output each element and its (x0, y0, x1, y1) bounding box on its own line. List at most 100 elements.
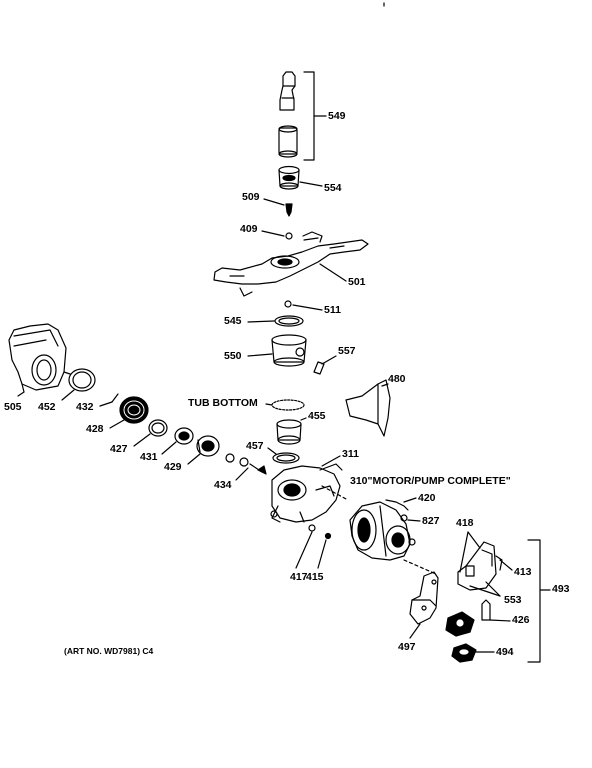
label-409: 409 (240, 223, 258, 235)
part-494-grommet (451, 643, 477, 663)
part-501-spray-arm (213, 231, 369, 297)
leader-432 (99, 401, 113, 407)
label-428: 428 (86, 423, 104, 435)
leader-501 (319, 263, 347, 282)
label-417: 417 (290, 571, 308, 583)
label-505: 505 (4, 401, 22, 413)
tub-bottom-ring (271, 399, 305, 411)
leader-553b (485, 581, 501, 597)
leader-480 (381, 383, 389, 387)
part-511-washer (284, 300, 292, 308)
part-429-impeller-cover (196, 435, 220, 457)
label-452: 452 (38, 401, 56, 413)
part-434-screws (225, 453, 267, 475)
label-427: 427 (110, 443, 128, 455)
label-554: 554 (324, 182, 342, 194)
callout-tub-bottom: TUB BOTTOM (188, 397, 258, 409)
label-415: 415 (306, 571, 324, 583)
leader-tub-bottom (265, 403, 273, 406)
art-number: (ART NO. WD7981) C4 (64, 646, 154, 656)
label-493: 493 (552, 583, 570, 595)
label-432: 432 (76, 401, 94, 413)
leader-434 (235, 467, 249, 481)
label-311: 311 (342, 448, 359, 460)
leader-509 (263, 198, 285, 206)
label-420: 420 (418, 492, 436, 504)
leader-418a (467, 531, 481, 549)
label-553: 553 (504, 594, 522, 606)
label-429: 429 (164, 461, 182, 473)
leader-455 (300, 417, 307, 421)
part-457-ring (272, 452, 300, 464)
part-497-mount-bracket (409, 571, 439, 625)
label-431: 431 (140, 451, 158, 463)
leader-311 (321, 455, 341, 467)
label-497: 497 (398, 641, 416, 653)
leader-420 (403, 497, 417, 503)
part-420-clip (385, 499, 409, 511)
leader-417 (295, 531, 313, 569)
part-426-pin (481, 599, 491, 621)
shaft-alignment-line (321, 485, 349, 501)
label-494: 494 (496, 646, 514, 658)
label-549: 549 (328, 110, 346, 122)
label-434: 434 (214, 479, 232, 491)
leader-511 (292, 304, 323, 311)
part-452-clamp (63, 368, 96, 392)
label-480: 480 (388, 373, 406, 385)
leader-505 (17, 391, 25, 397)
part-418-bracket (457, 541, 503, 591)
leader-413 (499, 559, 513, 571)
part-415-screw (324, 532, 332, 540)
part-545-seal-ring (274, 315, 304, 327)
leader-409 (261, 230, 285, 237)
motor-alignment-line (403, 559, 437, 575)
label-501: 501 (348, 276, 366, 288)
part-455-gasket (276, 419, 302, 445)
part-417-washer (308, 524, 316, 532)
part-554-coupling (278, 165, 300, 190)
part-311-pump-housing (270, 463, 343, 523)
label-545: 545 (224, 315, 242, 327)
leader-557 (321, 355, 337, 365)
part-557-clip (313, 361, 325, 375)
part-grommet (445, 611, 475, 637)
leader-426 (489, 619, 511, 622)
label-426: 426 (512, 614, 530, 626)
label-827: 827 (422, 515, 440, 527)
label-511: 511 (324, 304, 341, 316)
part-505-sump-housing (8, 323, 67, 393)
label-455: 455 (308, 410, 326, 422)
label-418: 418 (456, 517, 474, 529)
label-509: 509 (242, 191, 260, 203)
motor-assembly (349, 501, 416, 561)
leader-545 (247, 320, 275, 323)
bracket-493 (527, 539, 541, 663)
part-549-spray-tower (278, 71, 298, 158)
label-550: 550 (224, 350, 242, 362)
label-557: 557 (338, 345, 356, 357)
leader-550 (247, 353, 273, 357)
leader-457 (267, 447, 277, 455)
callout-motor-pump-complete: 310"MOTOR/PUMP COMPLETE" (350, 475, 511, 487)
leader-497 (409, 623, 421, 639)
leader-415 (317, 539, 327, 569)
leader-418b (459, 531, 469, 573)
leader-827 (407, 519, 421, 522)
part-409-nut (285, 232, 293, 240)
label-413: 413 (514, 566, 532, 578)
part-427-ring (148, 419, 168, 437)
leader-428 (109, 419, 125, 429)
bracket-549 (303, 71, 315, 161)
part-550-hub (271, 334, 307, 367)
leader-431 (161, 441, 177, 455)
leader-429 (187, 453, 201, 465)
leader-554 (299, 181, 323, 187)
leader-427 (133, 433, 151, 447)
part-428-impeller (119, 396, 149, 424)
label-457: 457 (246, 440, 264, 452)
part-431-seal (174, 427, 194, 445)
leader-553a (469, 585, 501, 597)
leader-452 (61, 389, 75, 401)
